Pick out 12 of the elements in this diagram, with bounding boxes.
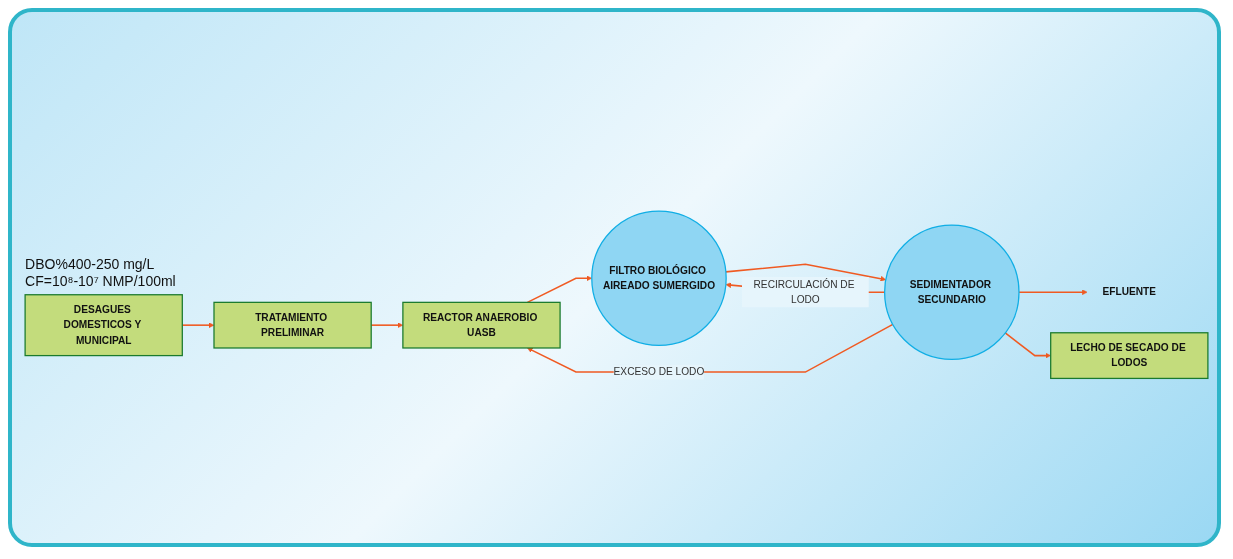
node-circle: FILTRO BIOLÓGICO AIREADO SUMERGIDO bbox=[591, 210, 727, 346]
edge-label: EXCESO DE LODO bbox=[613, 365, 705, 377]
node-text: EFLUENTE bbox=[1102, 286, 1157, 297]
node-box: LECHO DE SECADO DE LODOS bbox=[1050, 331, 1209, 379]
edge-label: RECIRCULACIÓN DE LODO bbox=[753, 278, 855, 305]
arrow bbox=[1004, 331, 1051, 358]
arrow bbox=[725, 263, 887, 282]
node-box: REACTOR ANAEROBIO UASB bbox=[402, 301, 561, 349]
node-circle: SEDIMENTADOR SECUNDARIO bbox=[884, 224, 1020, 360]
node-box: TRATAMIENTO PRELIMINAR bbox=[213, 301, 372, 349]
water-quality-note: DBO%400-250 mg/L CF=10⁸-10⁷ NMP/100ml bbox=[25, 256, 176, 291]
node-box: DESAGUES DOMESTICOS Y MUNICIPAL bbox=[24, 293, 183, 356]
